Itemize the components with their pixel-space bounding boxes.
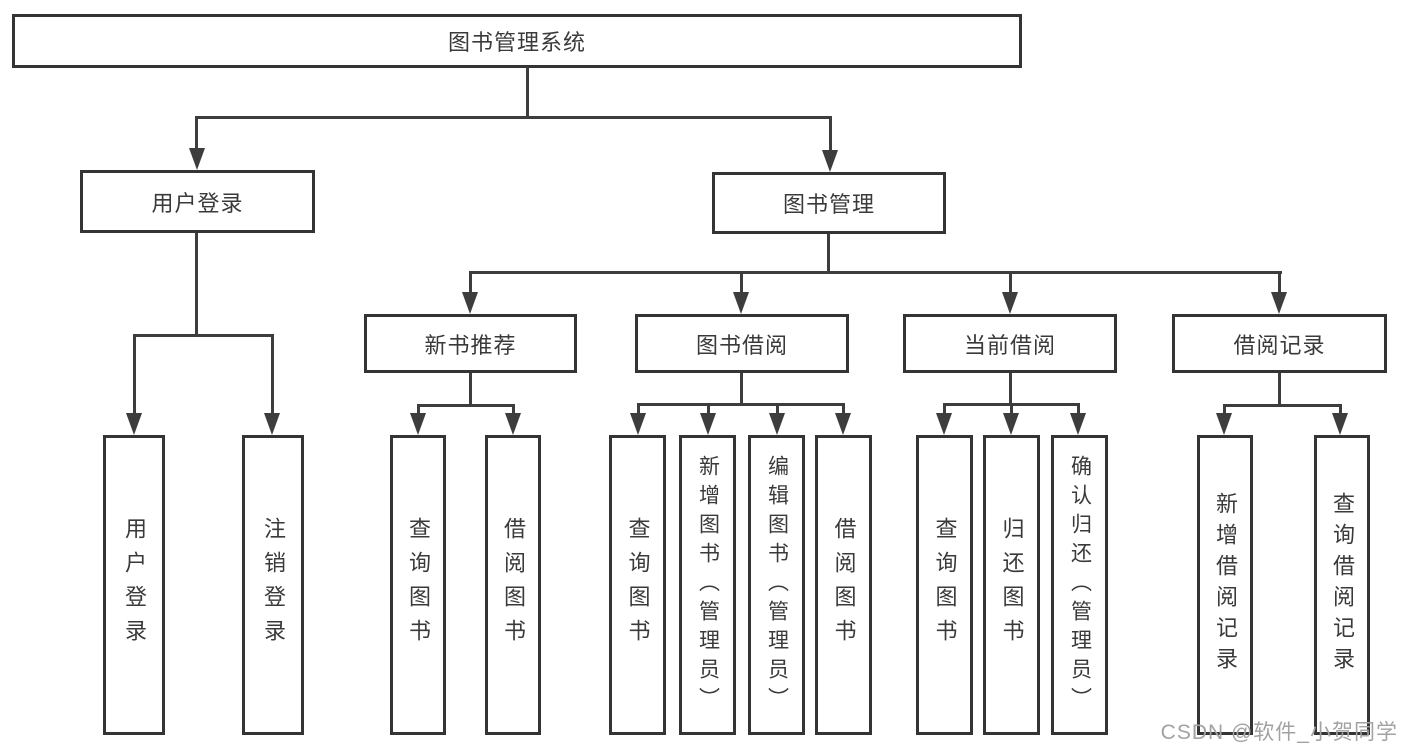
connector-line (195, 116, 198, 150)
leaf-br-query-record-label: 查询借阅记录 (1330, 492, 1355, 678)
connector-line (1009, 271, 1012, 293)
leaf-cb-return-books: 归还图书 (983, 435, 1040, 735)
node-library-system: 图书管理系统 (12, 14, 1022, 68)
connector-line (417, 404, 420, 414)
connector-line (469, 271, 472, 293)
arrow-down-icon (505, 413, 521, 435)
connector-line (1009, 373, 1012, 406)
leaf-cb-confirm-return-admin: 确认归还（管理员） (1051, 435, 1108, 735)
leaf-br-add-record-label: 新增借阅记录 (1213, 492, 1238, 678)
leaf-cb-query-books-label: 查询图书 (932, 517, 958, 653)
leaf-bb-edit-books-admin: 编辑图书（管理员） (748, 435, 805, 735)
leaf-user-login-label: 用户登录 (122, 517, 147, 653)
arrow-down-icon (264, 413, 280, 435)
arrow-down-icon (189, 148, 205, 170)
connector-line (195, 116, 832, 119)
connector-line (417, 404, 515, 407)
arrow-down-icon (733, 292, 749, 314)
node-book-borrowing-label: 图书借阅 (695, 332, 788, 358)
connector-line (740, 373, 743, 406)
leaf-bb-borrow-books: 借阅图书 (815, 435, 872, 735)
leaf-cb-confirm-return-admin-label: 确认归还（管理员） (1068, 454, 1092, 716)
arrow-down-icon (1003, 413, 1019, 435)
arrow-down-icon (769, 413, 785, 435)
node-current-borrowing: 当前借阅 (903, 314, 1117, 373)
connector-line (1010, 403, 1013, 414)
leaf-user-login: 用户登录 (103, 435, 165, 735)
node-new-book-recommend: 新书推荐 (364, 314, 577, 373)
leaf-rec-borrow-books-label: 借阅图书 (501, 517, 526, 653)
leaf-bb-edit-books-admin-label: 编辑图书（管理员） (765, 454, 789, 716)
leaf-cb-return-books-label: 归还图书 (999, 517, 1025, 653)
connector-line (1223, 404, 1342, 407)
leaf-rec-query-books: 查询图书 (390, 435, 446, 735)
connector-line (1278, 271, 1281, 293)
arrow-down-icon (1271, 292, 1287, 314)
node-user-login-label: 用户登录 (151, 190, 244, 216)
node-book-management: 图书管理 (712, 172, 946, 234)
leaf-rec-borrow-books: 借阅图书 (485, 435, 541, 735)
leaf-bb-query-books: 查询图书 (609, 435, 666, 735)
leaf-rec-query-books-label: 查询图书 (406, 517, 431, 653)
arrow-down-icon (410, 413, 426, 435)
connector-line (1278, 373, 1281, 407)
arrow-down-icon (822, 150, 838, 172)
leaf-logout: 注销登录 (242, 435, 304, 735)
connector-line (842, 403, 845, 414)
arrow-down-icon (462, 292, 478, 314)
connector-line (469, 271, 1282, 274)
arrow-down-icon (936, 413, 952, 435)
connector-line (469, 373, 472, 407)
node-library-system-label: 图书管理系统 (447, 30, 586, 55)
connector-line (271, 334, 274, 413)
node-new-book-recommend-label: 新书推荐 (424, 332, 517, 358)
connector-line (776, 403, 779, 414)
leaf-logout-label: 注销登录 (261, 517, 286, 653)
connector-line (829, 116, 832, 152)
connector-line (637, 403, 844, 406)
arrow-down-icon (1332, 413, 1348, 435)
connector-line (637, 403, 640, 414)
connector-line (827, 234, 830, 274)
arrow-down-icon (1216, 413, 1232, 435)
node-current-borrowing-label: 当前借阅 (963, 332, 1056, 358)
connector-line (1339, 404, 1342, 414)
connector-line (526, 67, 529, 119)
connector-line (1077, 403, 1080, 414)
leaf-bb-add-books-admin: 新增图书（管理员） (679, 435, 736, 735)
csdn-watermark: CSDN @软件_小贺同学 (1160, 721, 1398, 744)
leaf-br-add-record: 新增借阅记录 (1197, 435, 1253, 735)
leaf-br-query-record: 查询借阅记录 (1314, 435, 1370, 735)
arrow-down-icon (630, 413, 646, 435)
arrow-down-icon (1070, 413, 1086, 435)
arrow-down-icon (1002, 292, 1018, 314)
node-book-borrowing: 图书借阅 (635, 314, 849, 373)
connector-line (943, 403, 946, 414)
connector-line (195, 233, 198, 337)
leaf-cb-query-books: 查询图书 (916, 435, 973, 735)
arrow-down-icon (700, 413, 716, 435)
node-borrowing-records: 借阅记录 (1172, 314, 1387, 373)
leaf-bb-borrow-books-label: 借阅图书 (831, 517, 857, 653)
arrow-down-icon (835, 413, 851, 435)
connector-line (707, 403, 710, 414)
node-borrowing-records-label: 借阅记录 (1233, 332, 1326, 358)
connector-line (740, 271, 743, 293)
connector-line (133, 334, 136, 413)
connector-line (133, 334, 274, 337)
leaf-bb-query-books-label: 查询图书 (625, 517, 651, 653)
node-user-login: 用户登录 (80, 170, 315, 233)
arrow-down-icon (126, 413, 142, 435)
node-book-management-label: 图书管理 (782, 192, 875, 217)
connector-line (1223, 404, 1226, 414)
leaf-bb-add-books-admin-label: 新增图书（管理员） (696, 454, 720, 716)
connector-line (512, 404, 515, 414)
